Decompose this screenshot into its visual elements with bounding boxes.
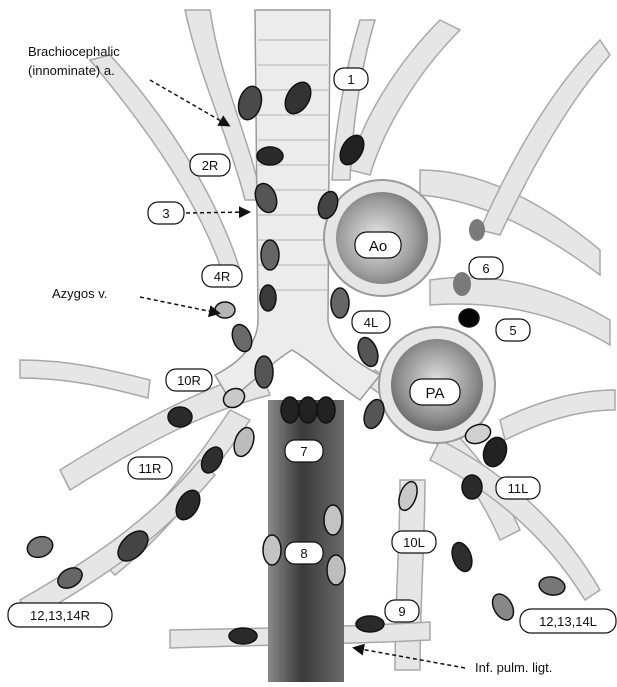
node-4r-b [260, 285, 276, 311]
azygos-arrow [140, 297, 218, 313]
station-4l-label: 4L [364, 315, 378, 330]
node-7c [317, 397, 335, 423]
station-6-label: 6 [482, 261, 489, 276]
station-1-label: 1 [347, 72, 354, 87]
station-3-arrow [186, 212, 248, 213]
node-12l-b [488, 590, 518, 623]
brachiocephalic-label-line2: (innominate) a. [28, 63, 115, 78]
station-9-label: 9 [398, 604, 405, 619]
station-8-label: 8 [300, 546, 307, 561]
brachiocephalic-label-line1: Brachiocephalic [28, 44, 120, 59]
node-6a [469, 219, 485, 241]
node-5 [459, 309, 479, 327]
node-12l-a [538, 575, 567, 597]
node-4l-a [331, 288, 349, 318]
station-5-label: 5 [509, 323, 516, 338]
station-7-label: 7 [300, 444, 307, 459]
node-7a [281, 397, 299, 423]
station-11r-label: 11R [139, 461, 162, 476]
node-9b [356, 616, 384, 632]
node-azygos [215, 302, 235, 318]
node-7b [299, 397, 317, 423]
station-10r-label: 10R [177, 373, 201, 388]
pulmonary-artery-label: PA [426, 385, 445, 402]
station-4r-label: 4R [214, 269, 231, 284]
node-12r-a [24, 533, 55, 561]
node-4r-d [255, 356, 273, 388]
station-3-label: 3 [162, 206, 169, 221]
aorta-label: Ao [369, 238, 387, 255]
inf-pulm-ligt-label: Inf. pulm. ligt. [475, 660, 552, 675]
node-9a [229, 628, 257, 644]
station-12-14l-label: 12,13,14L [539, 614, 597, 629]
node-10l-b [448, 540, 475, 574]
node-11l-c [462, 475, 482, 499]
node-2r [257, 147, 283, 165]
node-6b [453, 272, 471, 296]
node-8b [263, 535, 281, 565]
station-11l-label: 11L [508, 481, 529, 496]
node-11r-a [168, 407, 192, 427]
station-2r-label: 2R [202, 158, 219, 173]
station-10l-label: 10L [403, 535, 425, 550]
node-8c [327, 555, 345, 585]
node-8a [324, 505, 342, 535]
node-4r-a [261, 240, 279, 270]
station-12-14r-label: 12,13,14R [30, 608, 90, 623]
azygos-label: Azygos v. [52, 286, 107, 301]
